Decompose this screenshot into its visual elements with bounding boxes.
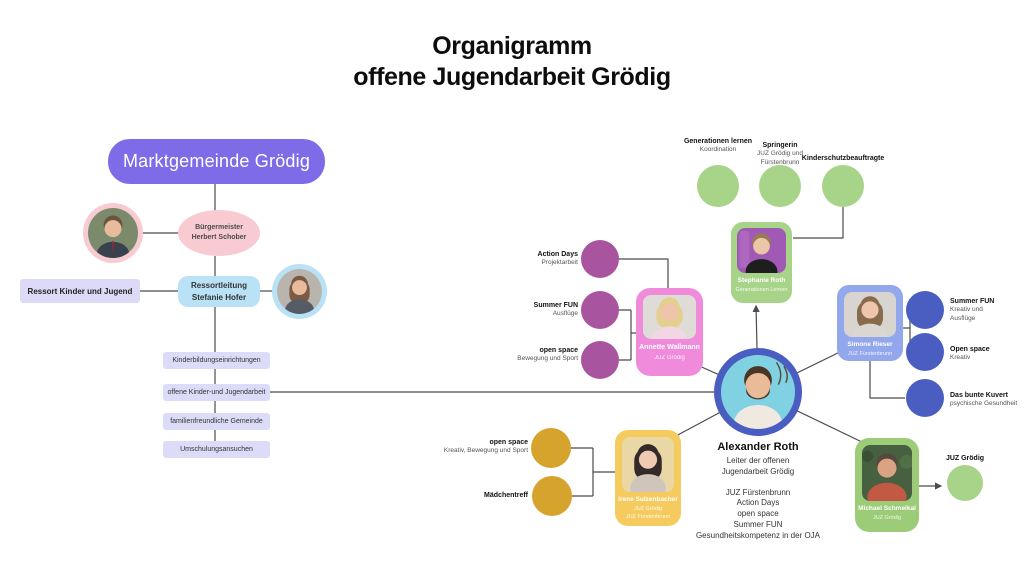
role-circle-generationen	[697, 165, 739, 207]
role-circle-springerin	[759, 165, 801, 207]
irene-sulzenbacher-photo	[622, 437, 674, 492]
alexander-roth-photo	[721, 355, 795, 429]
role-title: Springerin	[762, 142, 798, 149]
program-title: Open space	[950, 346, 990, 353]
program-subtitle: Ausflüge	[552, 310, 578, 318]
herbert-schober-photo	[88, 208, 138, 258]
ressort-lead-box: Ressortleitung Stefanie Hofer	[178, 276, 260, 307]
program-subtitle: Projektarbeit	[541, 259, 579, 267]
mayor-photo-frame	[83, 203, 143, 263]
staff-unit: JUZ Grödig	[654, 355, 685, 362]
staff-unit: JUZ Grödig	[872, 515, 902, 522]
staff-card-stephanie: Stephanie Roth Generationen Lernen	[731, 222, 792, 303]
leader-duty: JUZ Fürstenbrunn	[725, 487, 791, 497]
program-circle-juz-groedig	[947, 465, 983, 501]
staff-unit-line2: JUZ Fürstenbrunn	[625, 513, 671, 520]
staff-name: Simone Rieser	[847, 341, 893, 348]
program-label-das-bunte-kuvert: Das bunte Kuvert psychische Gesundheit	[950, 391, 1024, 409]
program-label-open-space-gold: open space Kreativ, Bewegung und Sport	[443, 438, 528, 456]
program-label-maedchentreff: Mädchentreff	[443, 491, 528, 500]
program-circle-open-space-blue	[906, 333, 944, 371]
staff-unit: JUZ Fürstenbrunn	[847, 351, 893, 358]
municipality-box: Marktgemeinde Grödig	[108, 139, 325, 184]
program-title: open space	[539, 347, 578, 354]
leader-duty: Gesundheitskompetenz in der OJA	[695, 530, 821, 540]
staff-card-michael: Michael Schmeikal JUZ Grödig	[855, 438, 919, 532]
staff-card-annette: Annette Wallmann JUZ Grödig	[636, 288, 703, 376]
leader-text-block: Alexander Roth Leiter der offenen Jugend…	[693, 441, 823, 542]
program-circle-maedchentreff	[532, 476, 572, 516]
role-label-kinderschutz: Kinderschutzbeauftragte	[783, 154, 903, 163]
role-subtitle: Koordination	[699, 146, 737, 154]
program-title: Action Days	[537, 251, 578, 258]
leader-duty: Summer FUN	[733, 519, 783, 529]
program-label-summer-fun: Summer FUN Ausflüge	[498, 301, 578, 319]
stephanie-roth-photo	[737, 228, 786, 273]
role-title: Kinderschutzbeauftragte	[801, 155, 885, 162]
program-title: Summer FUN	[950, 298, 995, 305]
ressort-lead-name: Stefanie Hofer	[191, 292, 247, 302]
program-title: Das bunte Kuvert	[950, 392, 1008, 399]
program-subtitle: Kreativ, Bewegung und Sport	[443, 447, 528, 455]
mayor-title: Bürgermeister	[195, 224, 243, 232]
program-label-open-space-blue: Open space Kreativ	[950, 345, 1022, 363]
program-label-juz-groedig: JUZ Grödig	[928, 454, 1002, 463]
leader-photo-frame	[714, 348, 802, 436]
mayor-name: Herbert Schober	[191, 234, 247, 241]
role-label-generationen: Generationen lernen Koordination	[678, 137, 758, 155]
leader-name: Alexander Roth	[717, 441, 799, 453]
role-title: Generationen lernen	[683, 138, 753, 145]
program-title: Mädchentreff	[484, 492, 528, 499]
program-title: open space	[489, 439, 528, 446]
ressort-box: Ressort Kinder und Jugend	[20, 279, 140, 303]
program-circle-open-space-gold	[531, 428, 571, 468]
leader-role-line2: Jugendarbeit Grödig	[721, 466, 795, 476]
program-circle-das-bunte-kuvert	[906, 379, 944, 417]
role-circle-kinderschutz	[822, 165, 864, 207]
title-line2: offene Jugendarbeit Grödig	[353, 63, 671, 92]
staff-name: Stephanie Roth	[737, 277, 786, 284]
annette-wallmann-photo	[643, 295, 696, 339]
department-box: offene Kinder-und Jugendarbeit	[163, 384, 270, 401]
role-subtitle: JUZ Grödig und Fürstenbrunn	[757, 150, 803, 166]
staff-card-irene: Irene Sulzenbacher JUZ Grödig JUZ Fürste…	[615, 430, 681, 526]
role-label-springerin: Springerin JUZ Grödig und Fürstenbrunn	[740, 141, 820, 167]
program-title: JUZ Grödig	[945, 455, 985, 462]
staff-name: Annette Wallmann	[639, 344, 700, 351]
program-title: Summer FUN	[533, 302, 578, 309]
department-box: Kinderbildungseinrichtungen	[163, 352, 270, 369]
program-subtitle: Kreativ und Ausflüge	[950, 306, 983, 322]
mayor-ellipse: Bürgermeister Herbert Schober	[178, 210, 260, 256]
title-line1: Organigramm	[432, 32, 592, 60]
staff-unit: Generationen Lernen	[735, 287, 788, 294]
program-subtitle: Bewegung und Sport	[517, 355, 578, 363]
leader-duty: open space	[737, 509, 779, 519]
department-box: familienfreundliche Gemeinde	[163, 413, 270, 430]
michael-schmeikal-photo	[862, 445, 912, 501]
program-circle-summer-fun	[581, 291, 619, 329]
stefanie-hofer-photo	[277, 269, 322, 314]
program-label-action-days: Action Days Projektarbeit	[498, 250, 578, 268]
leader-role-line1: Leiter der offenen	[726, 456, 790, 465]
program-circle-open-space	[581, 341, 619, 379]
ressort-lead-title: Ressortleitung	[190, 280, 247, 290]
staff-name: Irene Sulzenbacher	[618, 496, 678, 503]
program-label-open-space: open space Bewegung und Sport	[512, 346, 578, 364]
staff-name: Michael Schmeikal	[858, 505, 916, 512]
program-circle-summer-fun-blue	[906, 291, 944, 329]
leader-duty: Action Days	[736, 498, 780, 508]
staff-card-simone: Simone Rieser JUZ Fürstenbrunn	[837, 285, 903, 361]
simone-rieser-photo	[844, 292, 896, 337]
program-label-summer-fun-blue: Summer FUN Kreativ und Ausflüge	[950, 297, 1022, 323]
program-circle-action-days	[581, 240, 619, 278]
lead-photo-frame	[272, 264, 327, 319]
program-subtitle: psychische Gesundheit	[950, 400, 1018, 408]
department-box: Umschulungsansuchen	[163, 441, 270, 458]
program-subtitle: Kreativ	[950, 354, 971, 362]
page-title: Organigramm offene Jugendarbeit Grödig	[0, 31, 1024, 94]
staff-unit-line1: JUZ Grödig	[633, 506, 663, 513]
